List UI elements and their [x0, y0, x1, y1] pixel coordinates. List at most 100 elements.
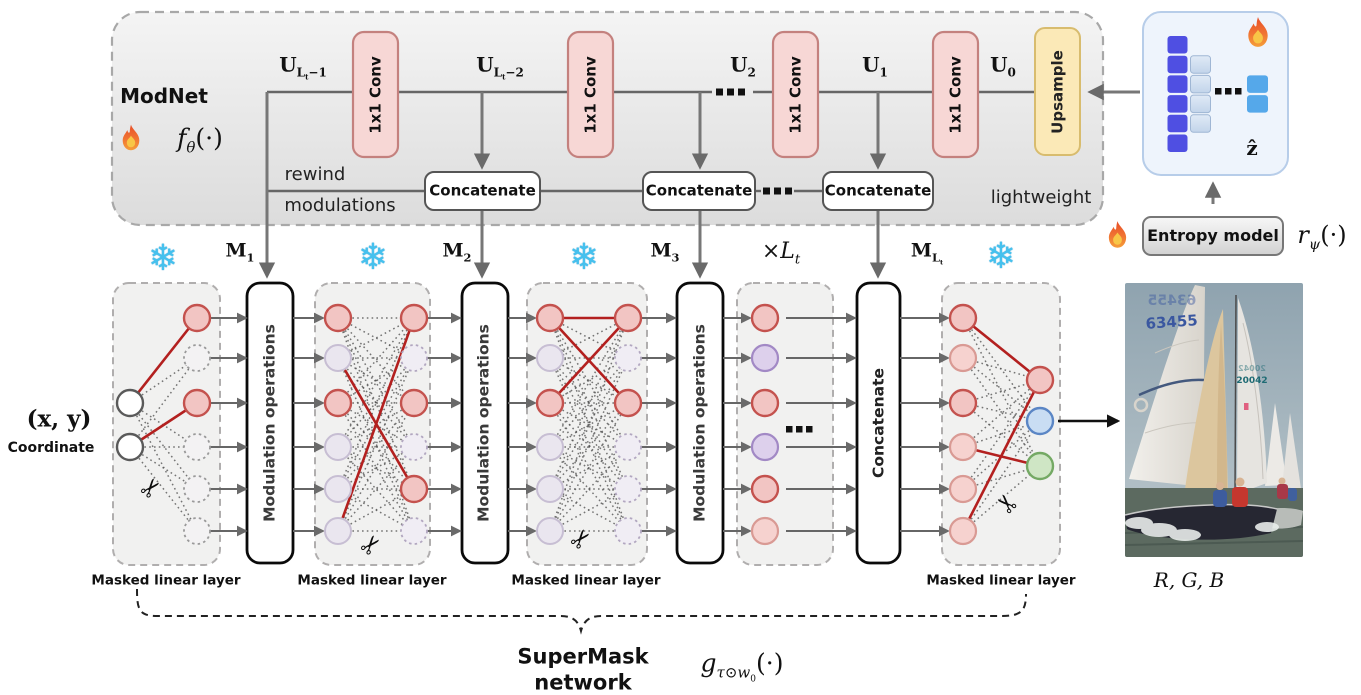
- network-node: [948, 303, 978, 333]
- network-node: [613, 388, 643, 418]
- modulation-operations-label: Modulation operations: [689, 324, 708, 522]
- network-node: [115, 432, 145, 462]
- supermask-title-line2: network: [534, 670, 632, 695]
- pruned-connection: [337, 317, 415, 448]
- network-node: [183, 344, 211, 372]
- network-node: [614, 344, 642, 372]
- pruned-connection: [549, 317, 629, 448]
- upsample-block: [1034, 27, 1081, 156]
- network-node: [400, 517, 428, 545]
- pruned-connection: [337, 357, 415, 448]
- flow-arrows: [210, 312, 950, 537]
- conv-blocks: [351, 30, 980, 159]
- network-node: [750, 432, 780, 462]
- modulation-operations-box: [460, 281, 510, 565]
- pruned-connection: [337, 488, 415, 532]
- pruned-connection: [549, 488, 629, 532]
- network-node: [324, 475, 352, 503]
- u-label-1: U1: [862, 52, 888, 80]
- network-node: [948, 474, 978, 504]
- supermask-function-label: gτ⊙w0(·): [700, 648, 784, 685]
- network-nodes: [115, 303, 1055, 546]
- pruned-connection: [962, 357, 1041, 422]
- entropy-model-box: [1142, 216, 1284, 256]
- network-node: [750, 474, 780, 504]
- u-label-2: U2: [730, 52, 756, 80]
- network-node: [1025, 451, 1055, 481]
- conv-block: [771, 30, 820, 159]
- fire-icon: [122, 124, 140, 151]
- modulation-operations-label: Modulation operations: [260, 324, 279, 522]
- modulation-operations-label: Modulation operations: [473, 324, 492, 522]
- network-node: [750, 303, 780, 333]
- conv-block: [566, 30, 615, 159]
- modulation-operations-box: [675, 281, 725, 565]
- u-label-lt-2: ULt−2: [476, 52, 524, 82]
- network-node: [400, 344, 428, 372]
- mlt-label: MLt: [910, 239, 944, 267]
- concatenate-box: [822, 171, 934, 211]
- network-node: [536, 344, 564, 372]
- rewind-label: rewind: [284, 164, 346, 185]
- supermask-brace: [136, 588, 1027, 635]
- entropy-function-label: rψ(·): [1297, 221, 1347, 253]
- concatenate-box: [424, 171, 541, 211]
- pruned-connection: [129, 446, 198, 490]
- network-node: [536, 433, 564, 461]
- network-node: [1025, 406, 1055, 436]
- m3-label: M3: [650, 239, 680, 265]
- network-node: [400, 433, 428, 461]
- pruned-connection: [962, 402, 1041, 467]
- pruned-connection: [337, 357, 415, 404]
- network-node: [183, 517, 211, 545]
- pruned-connection: [549, 402, 629, 448]
- u-label-lt-1: ULt−1: [279, 52, 327, 82]
- times-lt-label: ×Lt: [761, 239, 801, 268]
- snowflake-icon: ❄: [357, 237, 389, 278]
- conv-label: 1x1 Conv: [366, 55, 384, 134]
- network-node: [323, 303, 353, 333]
- modulation-arrows: [258, 83, 1222, 279]
- concatenate-label: Concatenate: [645, 181, 753, 200]
- network-node: [536, 475, 564, 503]
- m1-label: M1: [225, 239, 255, 265]
- concatenate-vertical-label: Concatenate: [868, 367, 887, 479]
- latent-feature-columns: [1167, 36, 1268, 152]
- pruned-connection: [549, 402, 629, 532]
- conv-label: 1x1 Conv: [946, 55, 964, 134]
- pruned-connection: [962, 402, 1041, 422]
- concatenate-label: Concatenate: [429, 181, 536, 200]
- ellipsis-dots: [716, 88, 813, 433]
- masked-linear-layer-label: Masked linear layer: [926, 572, 1076, 589]
- network-node: [183, 475, 211, 503]
- pruned-connection: [962, 379, 1041, 490]
- rgb-output-label: R, G, B: [1153, 568, 1225, 592]
- network-node: [750, 343, 780, 373]
- pruned-connection: [549, 357, 629, 448]
- network-node: [948, 388, 978, 418]
- network-node: [948, 516, 978, 546]
- active-connection: [336, 317, 416, 532]
- network-node: [323, 388, 353, 418]
- pruned-connection: [549, 402, 629, 532]
- modulation-operations-box: [245, 281, 295, 565]
- masked-linear-layer-label: Masked linear layer: [511, 572, 661, 589]
- sail-number-2-mirrored: 20042: [1238, 364, 1266, 373]
- network-node: [613, 303, 643, 333]
- pruned-connection: [337, 402, 415, 532]
- network-node: [324, 517, 352, 545]
- network-node: [535, 388, 565, 418]
- network-node: [324, 344, 352, 372]
- pruned-connection: [549, 317, 629, 359]
- network-node: [948, 343, 978, 373]
- pruned-connection: [337, 357, 415, 490]
- pruned-connection: [962, 420, 1041, 532]
- modnet-function-label: fθ(·): [177, 123, 223, 157]
- supermask-title-line1: SuperMask: [517, 644, 649, 669]
- pruned-connection: [549, 357, 629, 490]
- concatenate-box: [642, 171, 756, 211]
- modnet-title: ModNet: [120, 84, 208, 108]
- fire-icon: [1248, 16, 1268, 47]
